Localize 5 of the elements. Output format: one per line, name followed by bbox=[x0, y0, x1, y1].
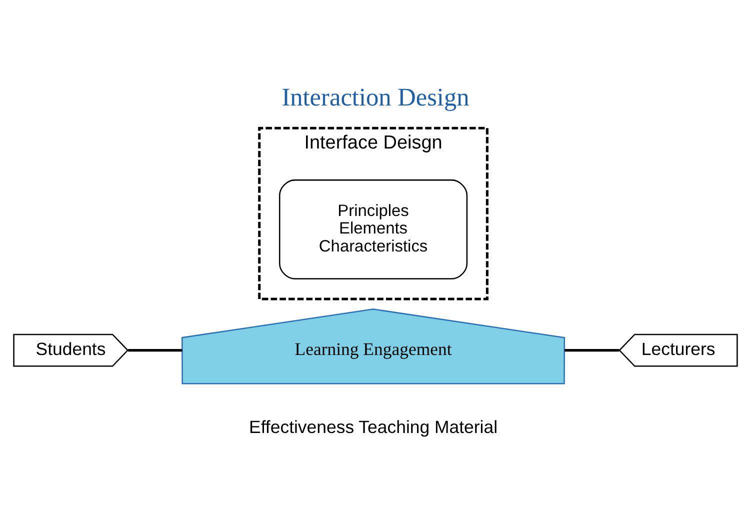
node-label: Effectiveness Teaching Material bbox=[249, 416, 498, 436]
node-box: Principles Elements Characteristics bbox=[278, 178, 468, 279]
connector bbox=[128, 348, 182, 352]
diagram-title: Interaction Design bbox=[282, 82, 470, 111]
connector bbox=[564, 348, 620, 352]
